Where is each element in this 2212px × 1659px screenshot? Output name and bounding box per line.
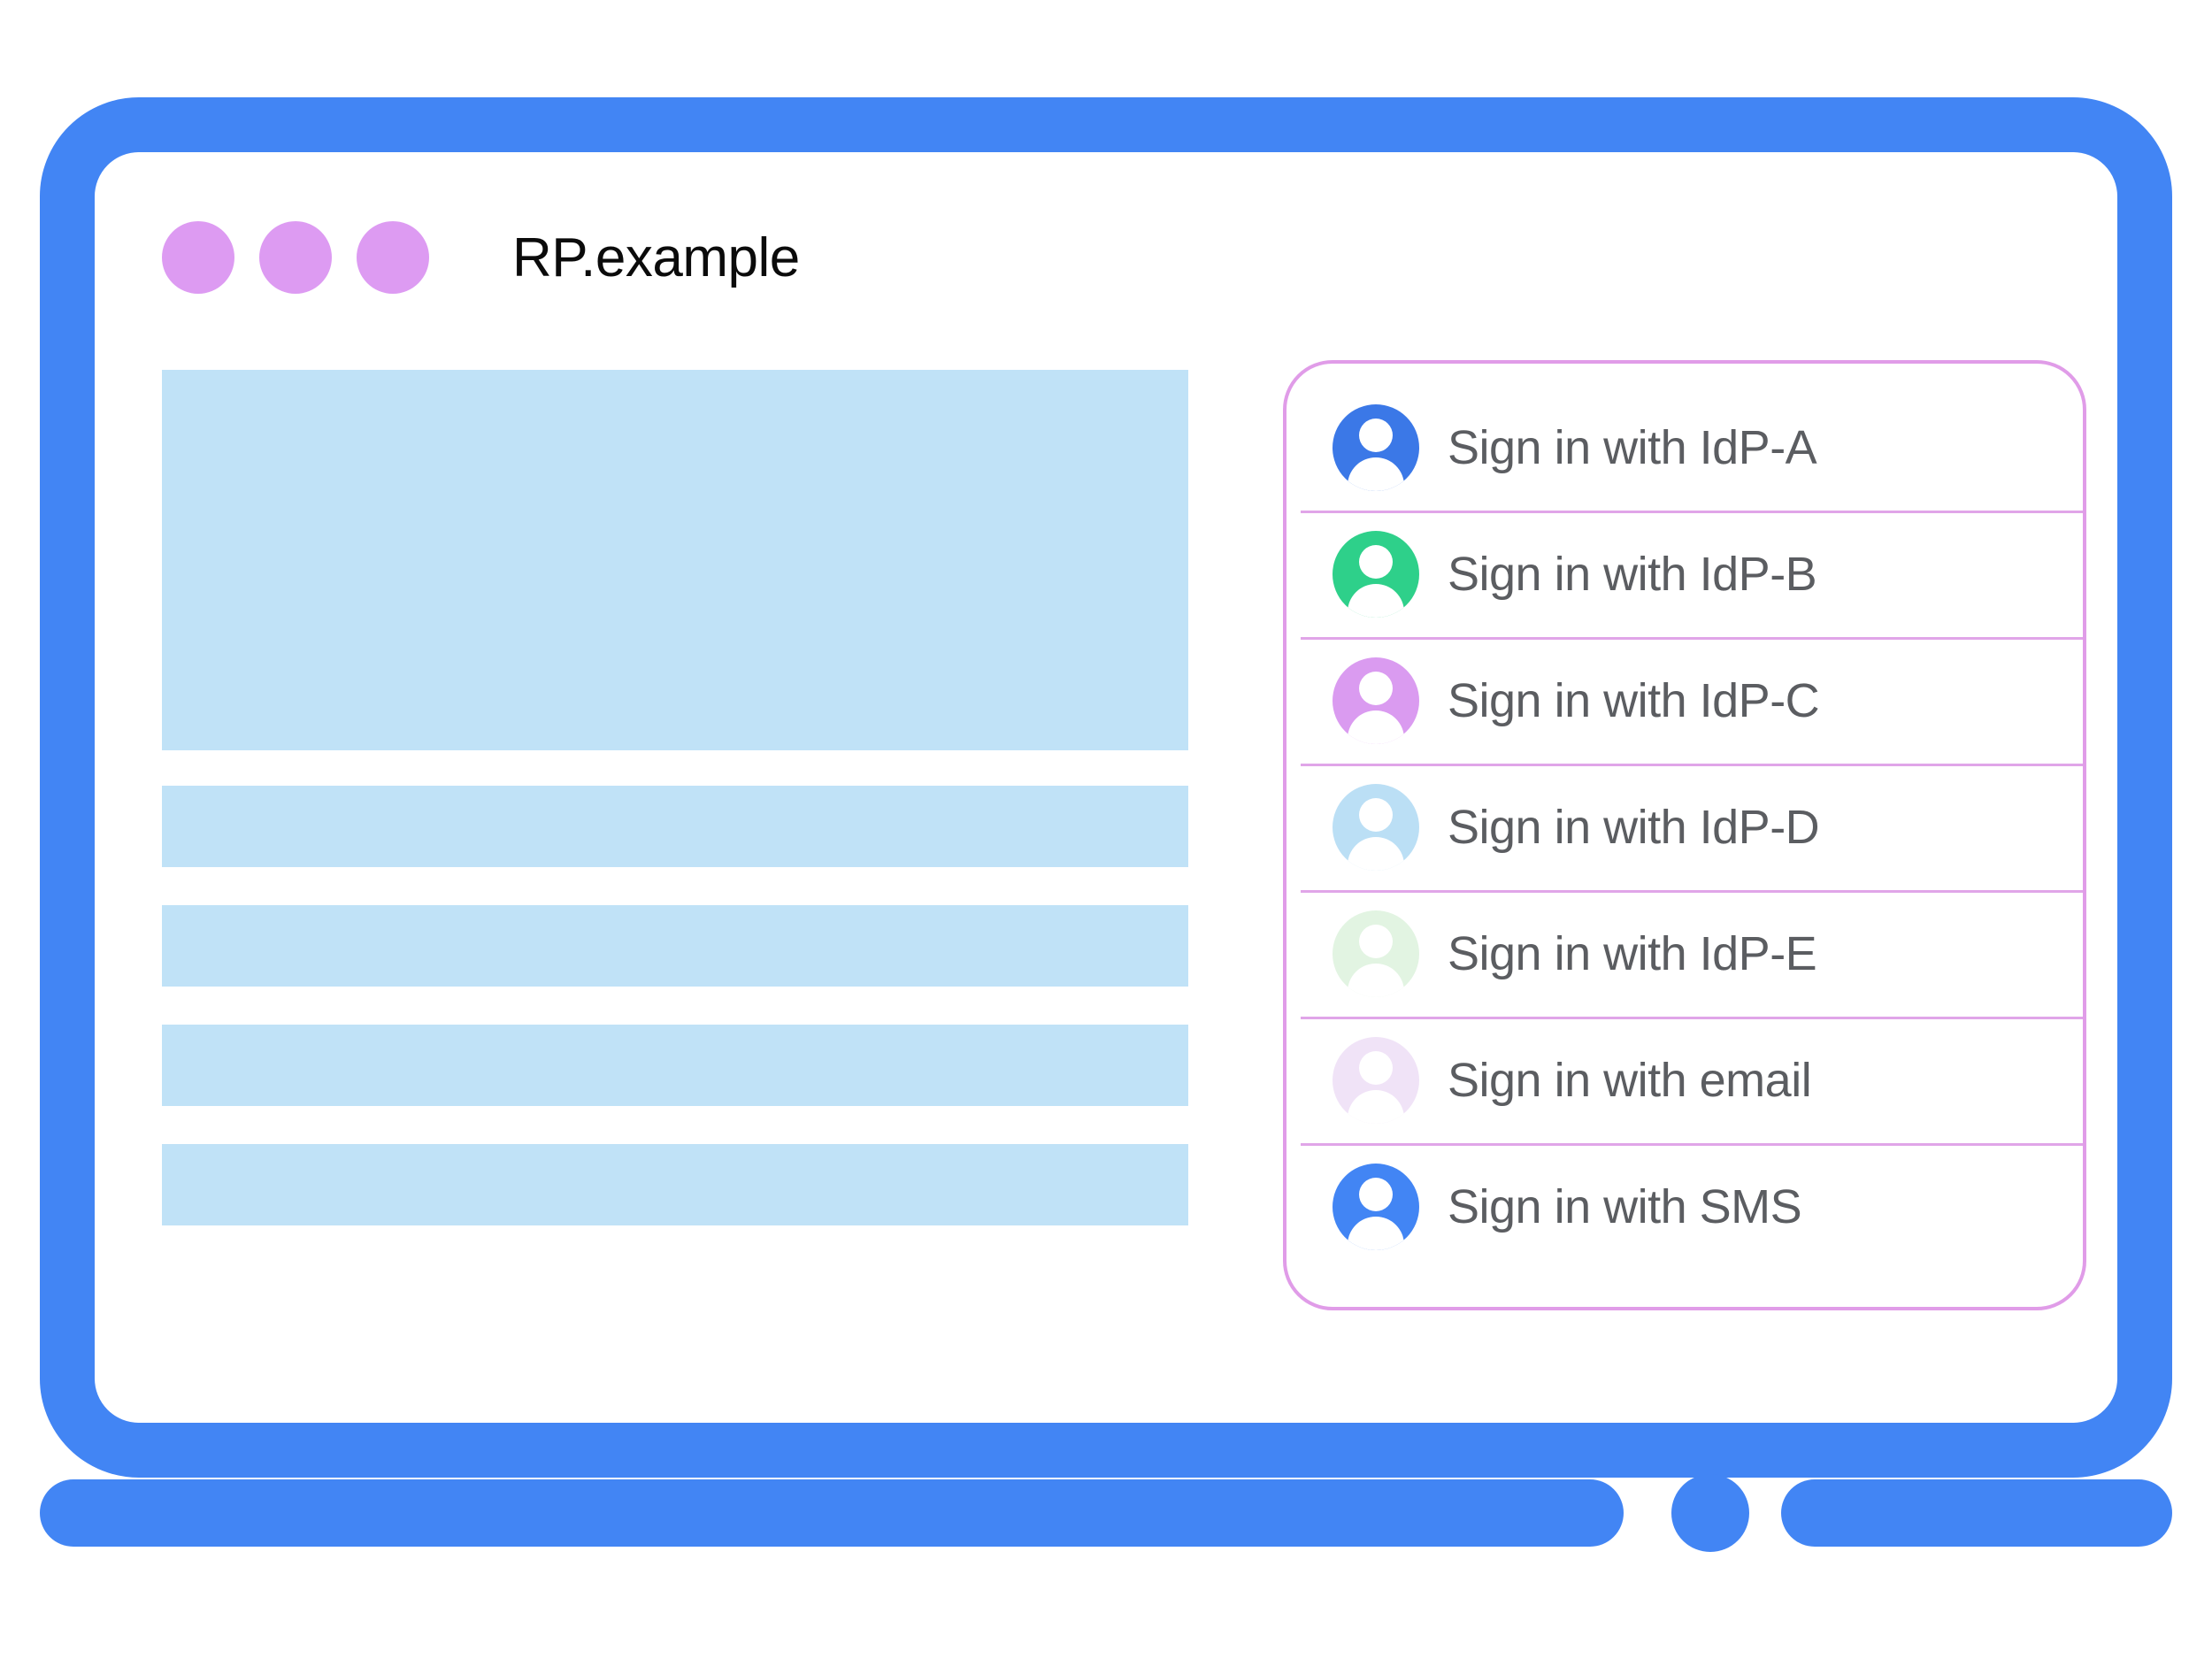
signin-option-idp-e[interactable]: Sign in with IdP-E [1286, 890, 2083, 1017]
signin-option-email[interactable]: Sign in with email [1286, 1017, 2083, 1143]
home-button[interactable] [1671, 1474, 1749, 1552]
signin-option-sms[interactable]: Sign in with SMS [1286, 1143, 2083, 1270]
signin-option-idp-d[interactable]: Sign in with IdP-D [1286, 764, 2083, 890]
avatar-head [1359, 924, 1393, 958]
window-dot-3[interactable] [357, 221, 429, 294]
signin-option-label: Sign in with SMS [1448, 1179, 1802, 1233]
avatar-head [1359, 1050, 1393, 1085]
window-dot-1[interactable] [162, 221, 234, 294]
avatar-icon [1333, 783, 1419, 871]
signin-option-label: Sign in with IdP-C [1448, 673, 1820, 727]
content-block-3 [162, 1025, 1188, 1106]
signin-option-idp-c[interactable]: Sign in with IdP-C [1286, 637, 2083, 764]
signin-panel: Sign in with IdP-A Sign in with IdP-B Sign… [1283, 360, 2086, 1310]
avatar-icon [1333, 910, 1419, 997]
avatar-icon [1333, 657, 1419, 744]
page-title: RP.example [512, 227, 800, 288]
device-chin-right [1781, 1479, 2172, 1547]
avatar-icon [1333, 530, 1419, 618]
window-dot-2[interactable] [259, 221, 332, 294]
avatar-body [1348, 1089, 1404, 1124]
title-bar: RP.example [162, 221, 800, 294]
avatar-head [1359, 797, 1393, 832]
avatar-head [1359, 671, 1393, 705]
avatar-icon [1333, 403, 1419, 491]
content-block-4 [162, 1144, 1188, 1225]
content-block-hero [162, 370, 1188, 750]
signin-option-list: Sign in with IdP-A Sign in with IdP-B Sign… [1286, 384, 2083, 1270]
device-chin-left [40, 1479, 1624, 1547]
avatar-body [1348, 710, 1404, 744]
content-placeholder-column [162, 370, 1188, 1225]
avatar-body [1348, 963, 1404, 997]
avatar-body [1348, 1216, 1404, 1250]
signin-option-label: Sign in with IdP-E [1448, 926, 1817, 980]
signin-option-idp-b[interactable]: Sign in with IdP-B [1286, 511, 2083, 637]
avatar-body [1348, 457, 1404, 491]
avatar-icon [1333, 1163, 1419, 1250]
avatar-head [1359, 418, 1393, 452]
signin-option-label: Sign in with IdP-A [1448, 420, 1817, 474]
signin-option-label: Sign in with email [1448, 1053, 1812, 1107]
content-block-2 [162, 905, 1188, 987]
signin-option-label: Sign in with IdP-D [1448, 800, 1820, 854]
avatar-body [1348, 583, 1404, 618]
avatar-head [1359, 1177, 1393, 1211]
content-block-1 [162, 786, 1188, 867]
avatar-icon [1333, 1036, 1419, 1124]
signin-option-label: Sign in with IdP-B [1448, 547, 1817, 601]
signin-option-idp-a[interactable]: Sign in with IdP-A [1286, 384, 2083, 511]
avatar-body [1348, 836, 1404, 871]
avatar-head [1359, 544, 1393, 579]
